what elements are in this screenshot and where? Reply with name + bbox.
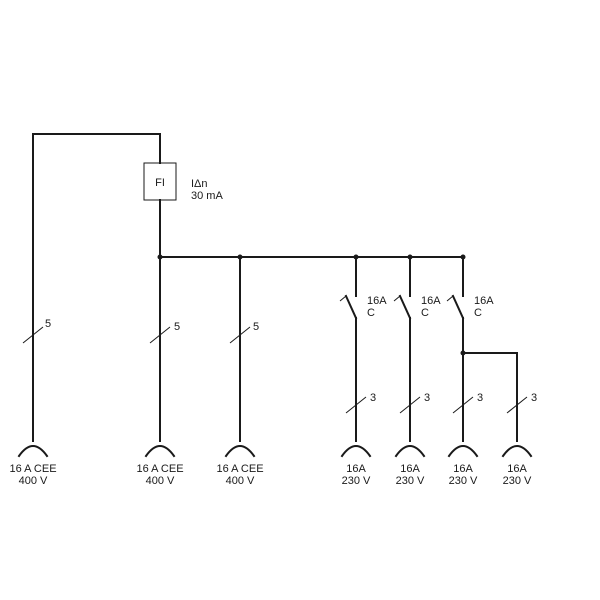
supply-wire-bypass: [32, 133, 161, 442]
conductor-count-cee3: 5: [253, 321, 259, 333]
socket-symbol-cee1: [17, 445, 49, 458]
outlet-label-cee1-voltage: 400 V: [19, 475, 48, 487]
breaker-branch-2: [393, 256, 412, 442]
breaker-branch-3: [446, 256, 518, 442]
conductor-count-cee2: 5: [174, 321, 180, 333]
outlet-label-cee3-type: 16 A CEE: [216, 463, 263, 475]
outlet-label-cee2-voltage: 400 V: [146, 475, 175, 487]
conductor-count-schuko3: 3: [477, 392, 483, 404]
outlet-label-cee3-voltage: 400 V: [226, 475, 255, 487]
socket-symbol-schuko4: [501, 445, 533, 458]
rcd-label-rating: 30 mA: [191, 190, 223, 202]
outlet-label-schuko4-type: 16A: [507, 463, 527, 475]
conductor-count-cee1: 5: [45, 318, 51, 330]
breaker-1-curve: C: [367, 307, 375, 319]
junction-dots: [157, 254, 466, 356]
socket-symbol-cee3: [224, 445, 256, 458]
outlet-label-schuko1-type: 16A: [346, 463, 366, 475]
outlet-label-cee1-type: 16 A CEE: [9, 463, 56, 475]
socket-symbol-cee2: [144, 445, 176, 458]
breaker-1-rating: 16A: [367, 295, 387, 307]
socket-symbol-schuko2: [394, 445, 426, 458]
outlet-label-schuko2-type: 16A: [400, 463, 420, 475]
outlet-label-schuko1-voltage: 230 V: [342, 475, 371, 487]
conductor-count-schuko2: 3: [424, 392, 430, 404]
rcd-symbol: FI: [155, 177, 165, 189]
outlet-label-schuko2-voltage: 230 V: [396, 475, 425, 487]
breaker-branch-1: [339, 256, 358, 442]
rcd-label-current: IΔn: [191, 178, 208, 190]
conductor-count-schuko4: 3: [531, 392, 537, 404]
outlet-label-schuko4-voltage: 230 V: [503, 475, 532, 487]
conductor-count-schuko1: 3: [370, 392, 376, 404]
breaker-3-rating: 16A: [474, 295, 494, 307]
breaker-2-curve: C: [421, 307, 429, 319]
rcd-device: FI IΔn 30 mA: [143, 162, 223, 202]
socket-symbol-schuko3: [447, 445, 479, 458]
socket-symbol-schuko1: [340, 445, 372, 458]
breaker-3-curve: C: [474, 307, 482, 319]
outlet-label-schuko3-type: 16A: [453, 463, 473, 475]
conductor-marks: [22, 326, 528, 414]
outlet-label-schuko3-voltage: 230 V: [449, 475, 478, 487]
outlet-label-cee2-type: 16 A CEE: [136, 463, 183, 475]
breaker-2-rating: 16A: [421, 295, 441, 307]
